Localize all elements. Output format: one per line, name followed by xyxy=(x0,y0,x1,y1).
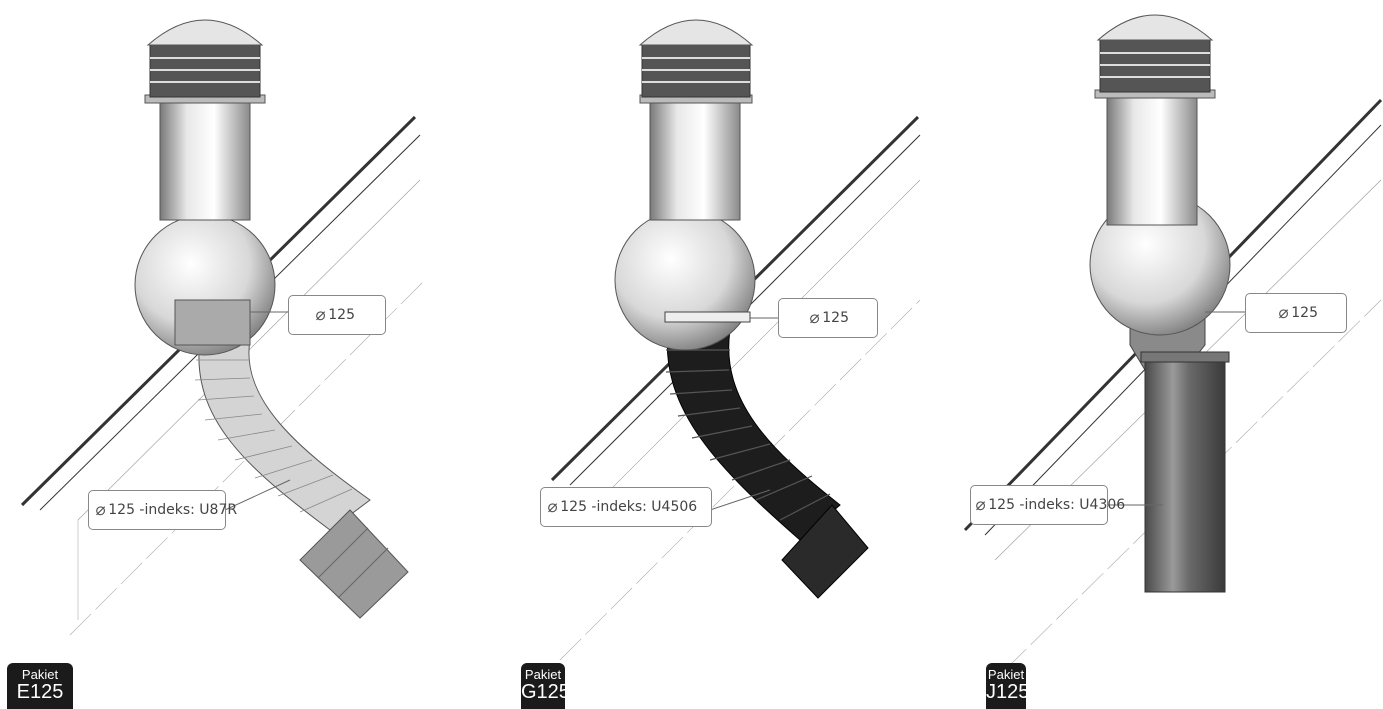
package-badge-g125: Pakiet G125 xyxy=(521,663,570,709)
diameter-icon: ⌀ xyxy=(975,495,986,515)
roof-vent xyxy=(134,19,276,356)
badge-line1: Pakiet xyxy=(21,667,59,682)
badge-line2: J125 xyxy=(986,681,1030,703)
diameter-icon: ⌀ xyxy=(315,305,326,325)
diameter-icon: ⌀ xyxy=(809,308,820,328)
diameter-label: 125 xyxy=(328,307,355,323)
badge-line1: Pakiet xyxy=(524,667,562,682)
badge-line2: G125 xyxy=(521,681,570,703)
index-callout-g125: ⌀ 125 -indeks: U4506 xyxy=(540,487,712,527)
flexible-hose xyxy=(665,329,869,599)
roof-vent xyxy=(614,19,756,351)
diameter-callout-g125: ⌀ 125 xyxy=(778,298,878,338)
diameter-callout-e125: ⌀ 125 xyxy=(288,295,386,335)
diameter-icon: ⌀ xyxy=(1278,303,1289,323)
vent-illustration-g125 xyxy=(550,19,921,661)
index-callout-j125: ⌀ 125 -indeks: U4306 xyxy=(970,485,1125,525)
package-badge-e125: Pakiet E125 xyxy=(7,663,73,709)
panel-g125: ⌀ 125 ⌀ 125 -indeks: U4506 Pakiet G125 xyxy=(480,0,940,709)
badge-line1: Pakiet xyxy=(987,667,1025,682)
panel-e125: ⌀ 125 ⌀ 125 -indeks: U87R Pakiet E125 xyxy=(0,0,460,709)
vent-illustration-e125 xyxy=(20,19,426,636)
panel-j125: ⌀ 125 ⌀ 125 -indeks: U4306 Pakiet J125 xyxy=(935,0,1383,709)
badge-line2: E125 xyxy=(16,681,64,703)
diameter-label: 125 xyxy=(1291,305,1318,321)
flexible-hose xyxy=(194,339,409,619)
package-badge-j125: Pakiet J125 xyxy=(986,663,1030,709)
diameter-icon: ⌀ xyxy=(547,497,558,517)
diameter-callout-j125: ⌀ 125 xyxy=(1245,293,1347,333)
roof-vent xyxy=(1089,14,1231,336)
index-callout-e125: ⌀ 125 -indeks: U87R xyxy=(88,490,237,530)
index-label: 125 -indeks: U4306 xyxy=(988,497,1126,513)
index-label: 125 -indeks: U4506 xyxy=(560,499,698,515)
rigid-pipe xyxy=(1129,314,1230,593)
diameter-icon: ⌀ xyxy=(95,500,106,520)
index-label: 125 -indeks: U87R xyxy=(108,502,238,518)
diameter-label: 125 xyxy=(822,310,849,326)
vent-illustration-j125 xyxy=(963,14,1383,671)
